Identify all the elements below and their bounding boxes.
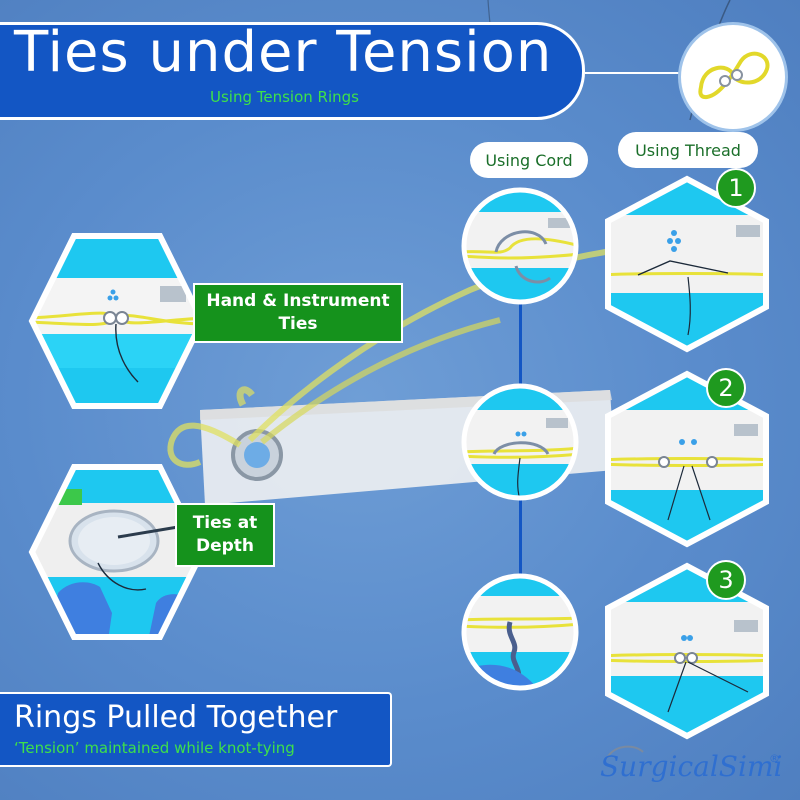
label-ties-at-depth: Ties at Depth: [175, 503, 275, 567]
label-hand-instrument-line2: Ties: [278, 314, 318, 334]
step-badge-3: 3: [706, 560, 746, 600]
page-subtitle: Using Tension Rings: [210, 88, 359, 106]
tension-ring-badge: [678, 22, 788, 132]
hexagon-ties-at-depth: [28, 464, 206, 640]
step-badge-2: 2: [706, 368, 746, 408]
thread-step-1-image: [605, 175, 769, 353]
cord-step-2-image: [461, 383, 579, 501]
brand-swoosh-icon: [606, 745, 644, 759]
step-badge-1: 1: [716, 168, 756, 208]
brand-registered-mark: ®: [769, 752, 780, 765]
label-hand-instrument-line1: Hand & Instrument: [206, 291, 390, 312]
hexagon-hand-instrument-ties: [28, 233, 206, 409]
tension-ring-icon: [698, 51, 770, 100]
column-label-thread: Using Thread: [618, 132, 758, 168]
bottom-banner: [0, 692, 392, 767]
column-label-cord: Using Cord: [470, 142, 588, 178]
brand-logo: SurgicalSimi: [600, 750, 783, 783]
bottom-subtitle: ‘Tension’ maintained while knot-tying: [14, 739, 295, 757]
label-ties-at-depth-line1: Ties at: [192, 513, 258, 534]
thread-step-2-image: [605, 370, 769, 548]
label-ties-at-depth-line2: Depth: [195, 536, 255, 556]
bottom-title: Rings Pulled Together: [14, 700, 338, 735]
title-connector-line: [585, 72, 690, 74]
thread-step-3-image: [605, 562, 769, 740]
cord-step-3-image: [461, 573, 579, 691]
page-title: Ties under Tension: [14, 20, 553, 85]
title-banner: [0, 22, 585, 120]
cord-step-1-image: [461, 187, 579, 305]
label-hand-instrument-ties: Hand & Instrument Ties: [193, 283, 403, 343]
